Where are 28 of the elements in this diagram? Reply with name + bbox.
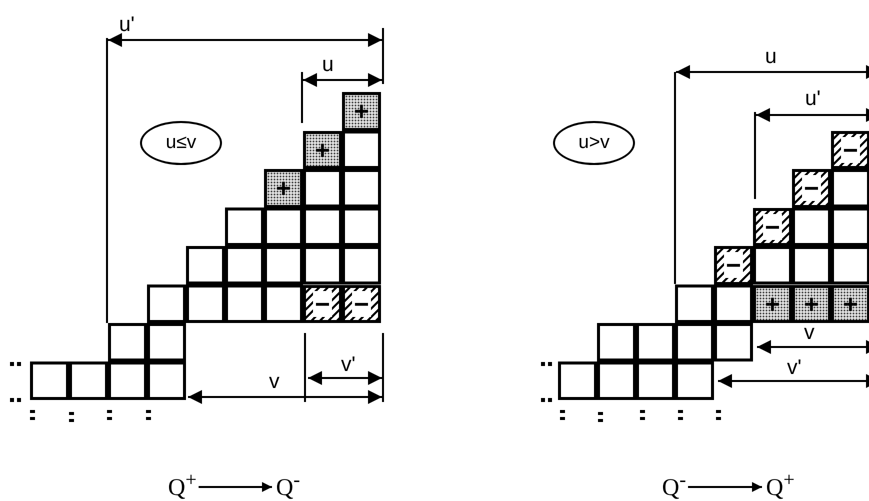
stippled-cell: + bbox=[831, 284, 869, 323]
hatched-cell: − bbox=[831, 130, 869, 169]
hatched-cell: − bbox=[714, 246, 753, 284]
dimension-label: v' bbox=[787, 357, 802, 378]
arrow bbox=[198, 482, 272, 492]
dimension-label: u bbox=[322, 54, 334, 75]
dimension-label: u bbox=[765, 46, 777, 67]
condition-ellipse: u≤v bbox=[140, 121, 222, 165]
charge-symbol: Q$^{-}$ bbox=[276, 470, 300, 500]
dimension-label: v bbox=[804, 322, 814, 343]
hatched-cell: − bbox=[303, 284, 342, 323]
stippled-cell: + bbox=[303, 130, 342, 169]
stippled-cell: + bbox=[342, 92, 381, 130]
stippled-cell: + bbox=[792, 284, 831, 323]
stippled-cell: + bbox=[264, 169, 303, 208]
hatched-cell: − bbox=[792, 169, 831, 208]
charge-symbol: Q$^{+}$ bbox=[766, 470, 795, 500]
arrow bbox=[688, 482, 762, 492]
dimension-label: v' bbox=[341, 354, 356, 375]
charge-symbol: Q$^{+}$ bbox=[168, 470, 197, 500]
hatched-cell: − bbox=[342, 284, 381, 323]
stippled-cell: + bbox=[753, 284, 792, 323]
dimension-label: v bbox=[269, 371, 280, 392]
hatched-cell: − bbox=[753, 208, 792, 246]
charge-symbol: Q$^{-}$ bbox=[662, 470, 686, 500]
dimension-label: u' bbox=[119, 14, 135, 35]
dimension-label: u' bbox=[805, 88, 821, 109]
condition-ellipse: u>v bbox=[553, 121, 635, 165]
